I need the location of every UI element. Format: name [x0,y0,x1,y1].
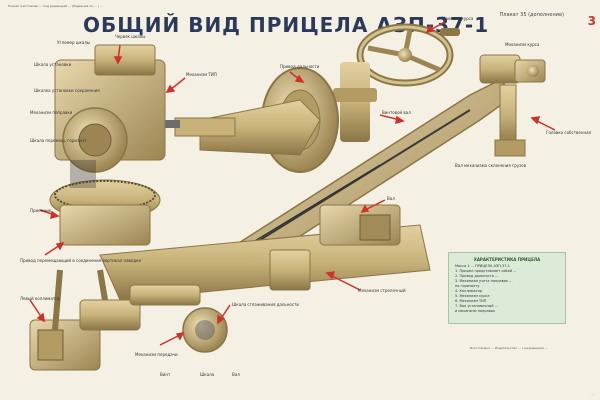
callout-label: Вал [232,372,240,377]
poster-code: Плакат 35 (дополнение) [499,12,564,18]
callout-label: Угломер шкалы [57,40,91,45]
callout-label: Приемник [30,208,52,213]
callout-label: Винт [160,372,171,377]
callout-label: Механизм курса [505,42,540,47]
callout-label: Шкала [200,372,215,377]
callout-label: Привод перемещающий в соединение вертика… [20,258,142,263]
legend-line: 4. Коллиматор [455,289,483,293]
legend-line: 3. Механизм учета поправок ... [455,279,513,283]
legend-line: 2. Привод дальности ... [455,274,499,278]
callout-label: Шкалка установки сохранения [34,88,100,93]
footer-right: ... [591,392,594,396]
callout-label: Левый коллиматор [20,296,61,301]
legend-box: ХАРАКТЕРИСТИКА ПРИЦЕЛА Масса 1 ... ПРИЦЕ… [448,252,566,324]
callout-label: Вал механизма склонения грузов [455,163,526,168]
header-small-text: Плакат изготовлен ... под редакцией ... … [8,4,103,8]
footer-note: Изготовлено ... Издательство ... с разре… [470,346,548,350]
legend-line: Масса 1 ... ПРИЦЕЛА АЗП-37-1 [455,264,510,268]
callout-label: Шкала установки [34,62,72,67]
callout-label: Маховик курса [442,16,474,21]
callout-label: Механизм поправки [30,110,73,115]
base-frame [99,204,431,301]
legend-line: 1. Прицел представляет собой ... [455,269,517,273]
legend-title: ХАРАКТЕРИСТИКА ПРИЦЕЛА [473,257,541,262]
legend-line: по горизонту [455,284,480,288]
legend-line: 7. Вал установочный ... [455,304,499,308]
handwheel [356,23,460,87]
callout-label: Механизм передачи [135,352,178,357]
callout-label: Механизм ТИП [186,72,217,77]
page-mark: 3 [587,14,596,28]
callout-label: Винтовой вал [382,110,411,115]
legend-line: и механизм поправок [455,309,495,313]
callout-label: Вал [387,196,395,201]
callout-label: Головка собственная [546,130,591,135]
callout-label: Шкала сглаживания дальности [232,302,299,307]
collimator-assembly [29,269,228,371]
callout-label: Червяк шкалы [115,34,146,39]
callout-label: Шкала перемещ. горизонт [30,138,87,143]
right-head [479,54,546,157]
page-title: ОБЩИЙ ВИД ПРИЦЕЛА АЗП-37-1 [83,13,490,37]
callout-label: Привод дальности [280,64,320,69]
legend-line: 6. Механизм ТИП [455,299,487,303]
legend-line: 5. Механизм курса [455,294,490,298]
left-mechanism [49,44,166,246]
callout-label: Механизм стрелочный [358,288,406,293]
